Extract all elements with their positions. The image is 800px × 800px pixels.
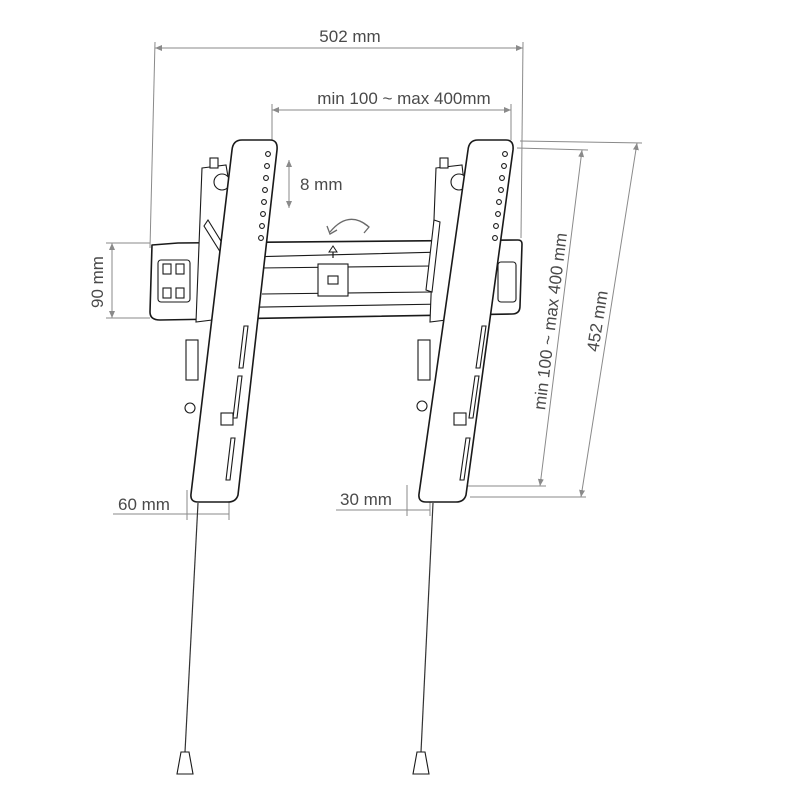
dimension-vesa-horizontal: min 100 ~ max 400mm <box>271 89 512 140</box>
left-strap-holes <box>258 151 271 241</box>
release-cord-left <box>176 502 199 775</box>
level-indicator-icon <box>328 245 338 258</box>
right-strap-holes <box>492 151 508 241</box>
wall-plate-height-label: 90 mm <box>88 256 107 308</box>
vesa-horizontal-label: min 100 ~ max 400mm <box>317 89 490 108</box>
dimension-bracket-offset-right: 30 mm <box>336 485 431 516</box>
right-bracket <box>416 139 514 503</box>
left-bracket <box>184 139 278 503</box>
dimension-vertical-adjust: 8 mm <box>286 160 343 208</box>
vesa-vertical-label: min 100 ~ max 400 mm <box>530 232 571 411</box>
overall-width-label: 502 mm <box>319 27 380 46</box>
dimension-wall-plate-height: 90 mm <box>88 242 150 319</box>
dimension-bracket-offset-left: 60 mm <box>113 490 230 520</box>
tilt-rotation-arrow-icon <box>326 218 370 235</box>
bracket-offset-right-label: 30 mm <box>340 490 392 509</box>
bracket-offset-left-label: 60 mm <box>118 495 170 514</box>
dimension-overall-width: 502 mm <box>149 27 524 249</box>
overall-height-label: 452 mm <box>583 289 611 353</box>
vertical-adjust-label: 8 mm <box>300 175 343 194</box>
release-cord-right <box>412 502 434 775</box>
